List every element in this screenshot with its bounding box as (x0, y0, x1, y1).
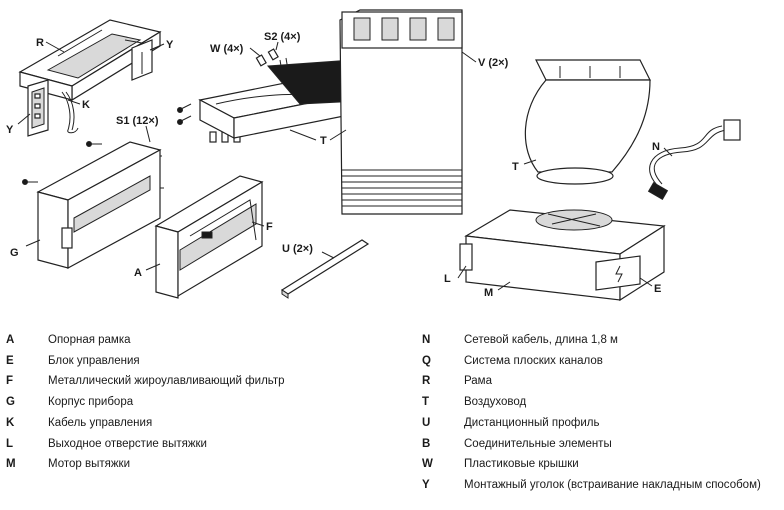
legend-key: K (6, 416, 15, 429)
callout-a: A (134, 267, 142, 279)
callout-s2: S2 (4×) (264, 31, 301, 43)
callout-f: F (266, 221, 273, 233)
legend-key: B (422, 437, 431, 450)
tall-cabinet-v-drawing (339, 9, 463, 215)
legend-item: K Кабель управления (6, 413, 386, 434)
legend-key: L (6, 437, 14, 450)
legend-text: Соединительные элементы (464, 437, 612, 450)
exploded-parts-diagram: R Y Y K W (4×) S2 (4×) V (2×) S1 (12×) T… (6, 9, 741, 302)
frame-r-drawing (18, 19, 162, 102)
legend-item: M Мотор вытяжки (6, 454, 386, 475)
mounting-bracket-y-drawing (27, 79, 79, 137)
legend-key: Y (422, 478, 430, 491)
legend-item: U Дистанционный профиль (422, 413, 782, 434)
legend-item: R Рама (422, 371, 782, 392)
callout-e: E (654, 283, 661, 295)
legend-key: A (6, 334, 15, 346)
callout-t-duct: T (320, 135, 327, 147)
callout-w: W (4×) (210, 43, 244, 55)
leader-lines (17, 41, 673, 291)
legend-left: A Опорная рамка E Блок управления F Металли… (6, 330, 386, 475)
legend-key: G (6, 396, 15, 409)
power-cable-n-drawing (647, 119, 741, 201)
spacer-profile-u-drawing (280, 239, 370, 299)
legend-text: Опорная рамка (48, 334, 131, 346)
legend-key: W (422, 458, 433, 471)
legend-text: Пластиковые крышки (464, 458, 579, 471)
housing-g-drawing (36, 141, 162, 270)
callout-s1: S1 (12×) (116, 115, 159, 127)
legend-key: E (6, 354, 14, 367)
callout-l: L (444, 273, 451, 285)
legend-key: T (422, 396, 430, 409)
legend-key: M (6, 458, 16, 471)
callout-k: K (82, 99, 90, 111)
legend-text: Металлический жироулавливающий фильтр (48, 375, 285, 388)
legend-text: Рама (464, 375, 492, 388)
legend-item: G Корпус прибора (6, 392, 386, 413)
legend-text: Мотор вытяжки (48, 458, 130, 471)
legend-item: Y Монтажный уголок (встраивание накладным… (422, 475, 782, 496)
legend-text: Кабель управления (48, 416, 153, 429)
callout-n: N (652, 141, 660, 153)
legend-right: N Сетевой кабель, длина 1,8 м Q Система пл… (422, 330, 782, 496)
legend-text: Монтажный уголок (встраивание накладным … (464, 478, 761, 491)
legend-item: N Сетевой кабель, длина 1,8 м (422, 330, 782, 351)
legend-text: Блок управления (48, 354, 140, 367)
legend-key: R (422, 375, 431, 388)
legend-text: Система плоских каналов (464, 354, 603, 367)
callout-v: V (2×) (478, 57, 509, 69)
legend-item: B Соединительные элементы (422, 434, 782, 455)
callout-y-left: Y (6, 124, 14, 136)
legend-key: U (422, 416, 431, 429)
callout-y-top: Y (166, 39, 174, 51)
legend-item: T Воздуховод (422, 392, 782, 413)
legend-item: F Металлический жироулавливающий фильтр (6, 371, 386, 392)
legend-item: Q Система плоских каналов (422, 351, 782, 372)
legend-key: N (422, 334, 431, 346)
legend-key: Q (422, 354, 431, 367)
legend-text: Корпус прибора (48, 396, 134, 409)
legend-key: F (6, 375, 14, 388)
legend-item: L Выходное отверстие вытяжки (6, 434, 386, 455)
callout-r: R (36, 37, 44, 49)
transition-duct-drawing (524, 59, 651, 185)
callout-u: U (2×) (282, 243, 313, 255)
legend-text: Воздуховод (464, 396, 527, 409)
legend-item: E Блок управления (6, 351, 386, 372)
callout-m: M (484, 287, 493, 299)
legend-text: Сетевой кабель, длина 1,8 м (464, 334, 618, 346)
support-frame-a-drawing (154, 175, 264, 299)
callout-t-transition: T (512, 161, 519, 173)
legend-text: Выходное отверстие вытяжки (48, 437, 207, 450)
callout-g: G (10, 247, 19, 259)
motor-unit-drawing (459, 209, 666, 302)
legend-item: W Пластиковые крышки (422, 454, 782, 475)
legend-text: Дистанционный профиль (464, 416, 600, 429)
legend-item: A Опорная рамка (6, 330, 386, 351)
